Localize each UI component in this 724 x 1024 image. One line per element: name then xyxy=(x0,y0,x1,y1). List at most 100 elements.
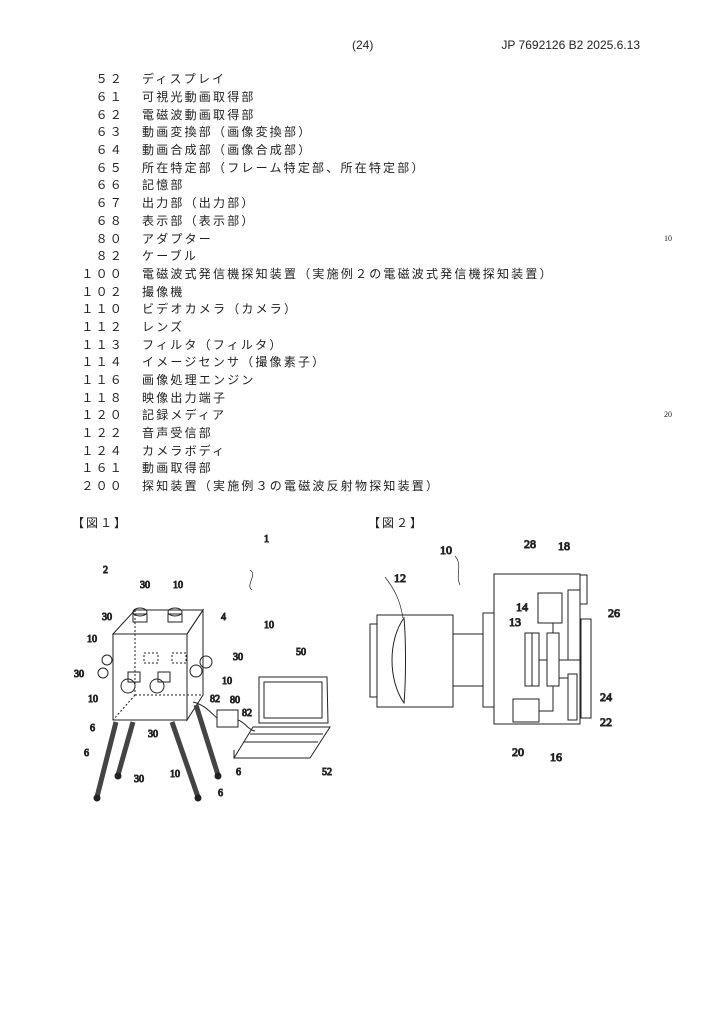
fig1-label-82: 82 xyxy=(210,694,220,705)
reference-label: 可視光動画取得部 xyxy=(142,90,256,105)
fig2-label-14: 14 xyxy=(516,600,528,614)
reference-label: 動画取得部 xyxy=(142,461,214,476)
reference-label: ビデオカメラ（カメラ） xyxy=(142,302,299,317)
fig2-label-20: 20 xyxy=(512,745,524,759)
fig1-label-6: 6 xyxy=(90,723,95,734)
fig1-label-10: 10 xyxy=(88,694,98,705)
fig1-label-52: 52 xyxy=(322,767,332,778)
reference-row: ６３ 動画変換部（画像変換部） xyxy=(60,123,554,141)
fig2-label-24: 24 xyxy=(600,690,612,704)
reference-label: 映像出力端子 xyxy=(142,390,228,405)
reference-label: 音声受信部 xyxy=(142,426,214,441)
reference-number: ６３ xyxy=(95,125,124,140)
fig1-label-10: 10 xyxy=(87,634,97,645)
reference-row: ６１ 可視光動画取得部 xyxy=(60,88,554,106)
fig1-label-30: 30 xyxy=(134,774,144,785)
figure1-drawing: 1 2 30 10 30 4 10 10 30 30 10 10 50 82 8… xyxy=(74,534,333,802)
reference-row: ６８ 表示部（表示部） xyxy=(60,212,554,230)
reference-row: ５２ ディスプレイ xyxy=(60,70,554,88)
fig1-label-80: 80 xyxy=(230,695,240,706)
reference-label: 探知装置（実施例３の電磁波反射物探知装置） xyxy=(142,479,441,494)
reference-number: １２４ xyxy=(81,443,124,458)
figure2-drawing: 12 10 28 18 14 13 26 24 22 20 16 xyxy=(369,537,621,765)
reference-row: １１８ 映像出力端子 xyxy=(60,388,554,406)
reference-label: 表示部（表示部） xyxy=(142,213,256,228)
reference-label: 動画変換部（画像変換部） xyxy=(142,125,313,140)
reference-row: １０２ 撮像機 xyxy=(60,282,554,300)
reference-label: フィルタ（フィルタ） xyxy=(142,337,284,352)
reference-row: ８０ アダプター xyxy=(60,229,554,247)
reference-row: １６１ 動画取得部 xyxy=(60,459,554,477)
reference-label: 電磁波式発信機探知装置（実施例２の電磁波式発信機探知装置） xyxy=(142,266,554,281)
reference-number: １６１ xyxy=(81,461,124,476)
reference-number: ６７ xyxy=(95,196,124,211)
reference-number: １０２ xyxy=(81,284,124,299)
reference-label: 電磁波動画取得部 xyxy=(142,107,256,122)
fig2-label-16: 16 xyxy=(550,750,562,764)
fig1-label-30: 30 xyxy=(233,652,243,663)
fig1-label-6: 6 xyxy=(236,767,241,778)
reference-label: ケーブル xyxy=(142,249,199,264)
reference-number: ６６ xyxy=(95,178,124,193)
fig2-label-18: 18 xyxy=(558,539,570,553)
fig1-label-10: 10 xyxy=(173,580,183,591)
line-number: 10 xyxy=(664,234,672,243)
figure1-title: 【図１】 xyxy=(72,516,129,530)
fig1-label-82: 82 xyxy=(242,708,252,719)
reference-number: １１０ xyxy=(81,302,124,317)
reference-number: ６１ xyxy=(95,90,124,105)
reference-row: ６６ 記憶部 xyxy=(60,176,554,194)
reference-label: イメージセンサ（撮像素子） xyxy=(142,355,327,370)
reference-row: ６４ 動画合成部（画像合成部） xyxy=(60,141,554,159)
fig2-label-13: 13 xyxy=(509,615,521,629)
reference-label: 記憶部 xyxy=(142,178,185,193)
fig1-label-30: 30 xyxy=(148,729,158,740)
fig2-label-26: 26 xyxy=(608,606,620,620)
line-number: 20 xyxy=(664,410,672,419)
fig2-label-12: 12 xyxy=(394,571,406,585)
reference-number: ６８ xyxy=(95,213,124,228)
fig1-label-10: 10 xyxy=(264,620,274,631)
fig1-label-6: 6 xyxy=(84,748,89,759)
fig1-label-2: 2 xyxy=(103,565,108,576)
reference-row: ８２ ケーブル xyxy=(60,247,554,265)
reference-number: １００ xyxy=(81,266,124,281)
fig1-label-50: 50 xyxy=(296,647,306,658)
reference-label: 出力部（出力部） xyxy=(142,196,256,211)
reference-label: 記録メディア xyxy=(142,408,227,423)
figure2-title: 【図２】 xyxy=(368,516,425,530)
reference-row: １００ 電磁波式発信機探知装置（実施例２の電磁波式発信機探知装置） xyxy=(60,265,554,283)
fig1-label-30: 30 xyxy=(102,612,112,623)
fig1-label-30: 30 xyxy=(140,580,150,591)
fig1-label-4: 4 xyxy=(221,612,226,623)
reference-number: ６４ xyxy=(95,143,124,158)
reference-number: ８０ xyxy=(95,231,124,246)
reference-label: アダプター xyxy=(142,231,214,246)
reference-label: 動画合成部（画像合成部） xyxy=(142,143,313,158)
reference-number: ８２ xyxy=(95,249,124,264)
reference-row: １１０ ビデオカメラ（カメラ） xyxy=(60,300,554,318)
fig1-label-1: 1 xyxy=(264,534,269,545)
reference-number: ６５ xyxy=(95,160,124,175)
fig1-label-10: 10 xyxy=(222,676,232,687)
reference-number: ２００ xyxy=(81,479,124,494)
reference-number: １１６ xyxy=(81,373,124,388)
document-id: JP 7692126 B2 2025.6.13 xyxy=(501,38,640,52)
reference-label: ディスプレイ xyxy=(142,72,227,87)
fig1-label-10: 10 xyxy=(170,769,180,780)
reference-row: ６７ 出力部（出力部） xyxy=(60,194,554,212)
reference-number: １１８ xyxy=(81,390,124,405)
reference-number: ５２ xyxy=(95,72,124,87)
fig2-label-28: 28 xyxy=(524,537,536,551)
reference-label: 撮像機 xyxy=(142,284,185,299)
fig2-label-22: 22 xyxy=(600,715,612,729)
reference-number: １１４ xyxy=(81,355,124,370)
reference-number: １２２ xyxy=(81,426,124,441)
